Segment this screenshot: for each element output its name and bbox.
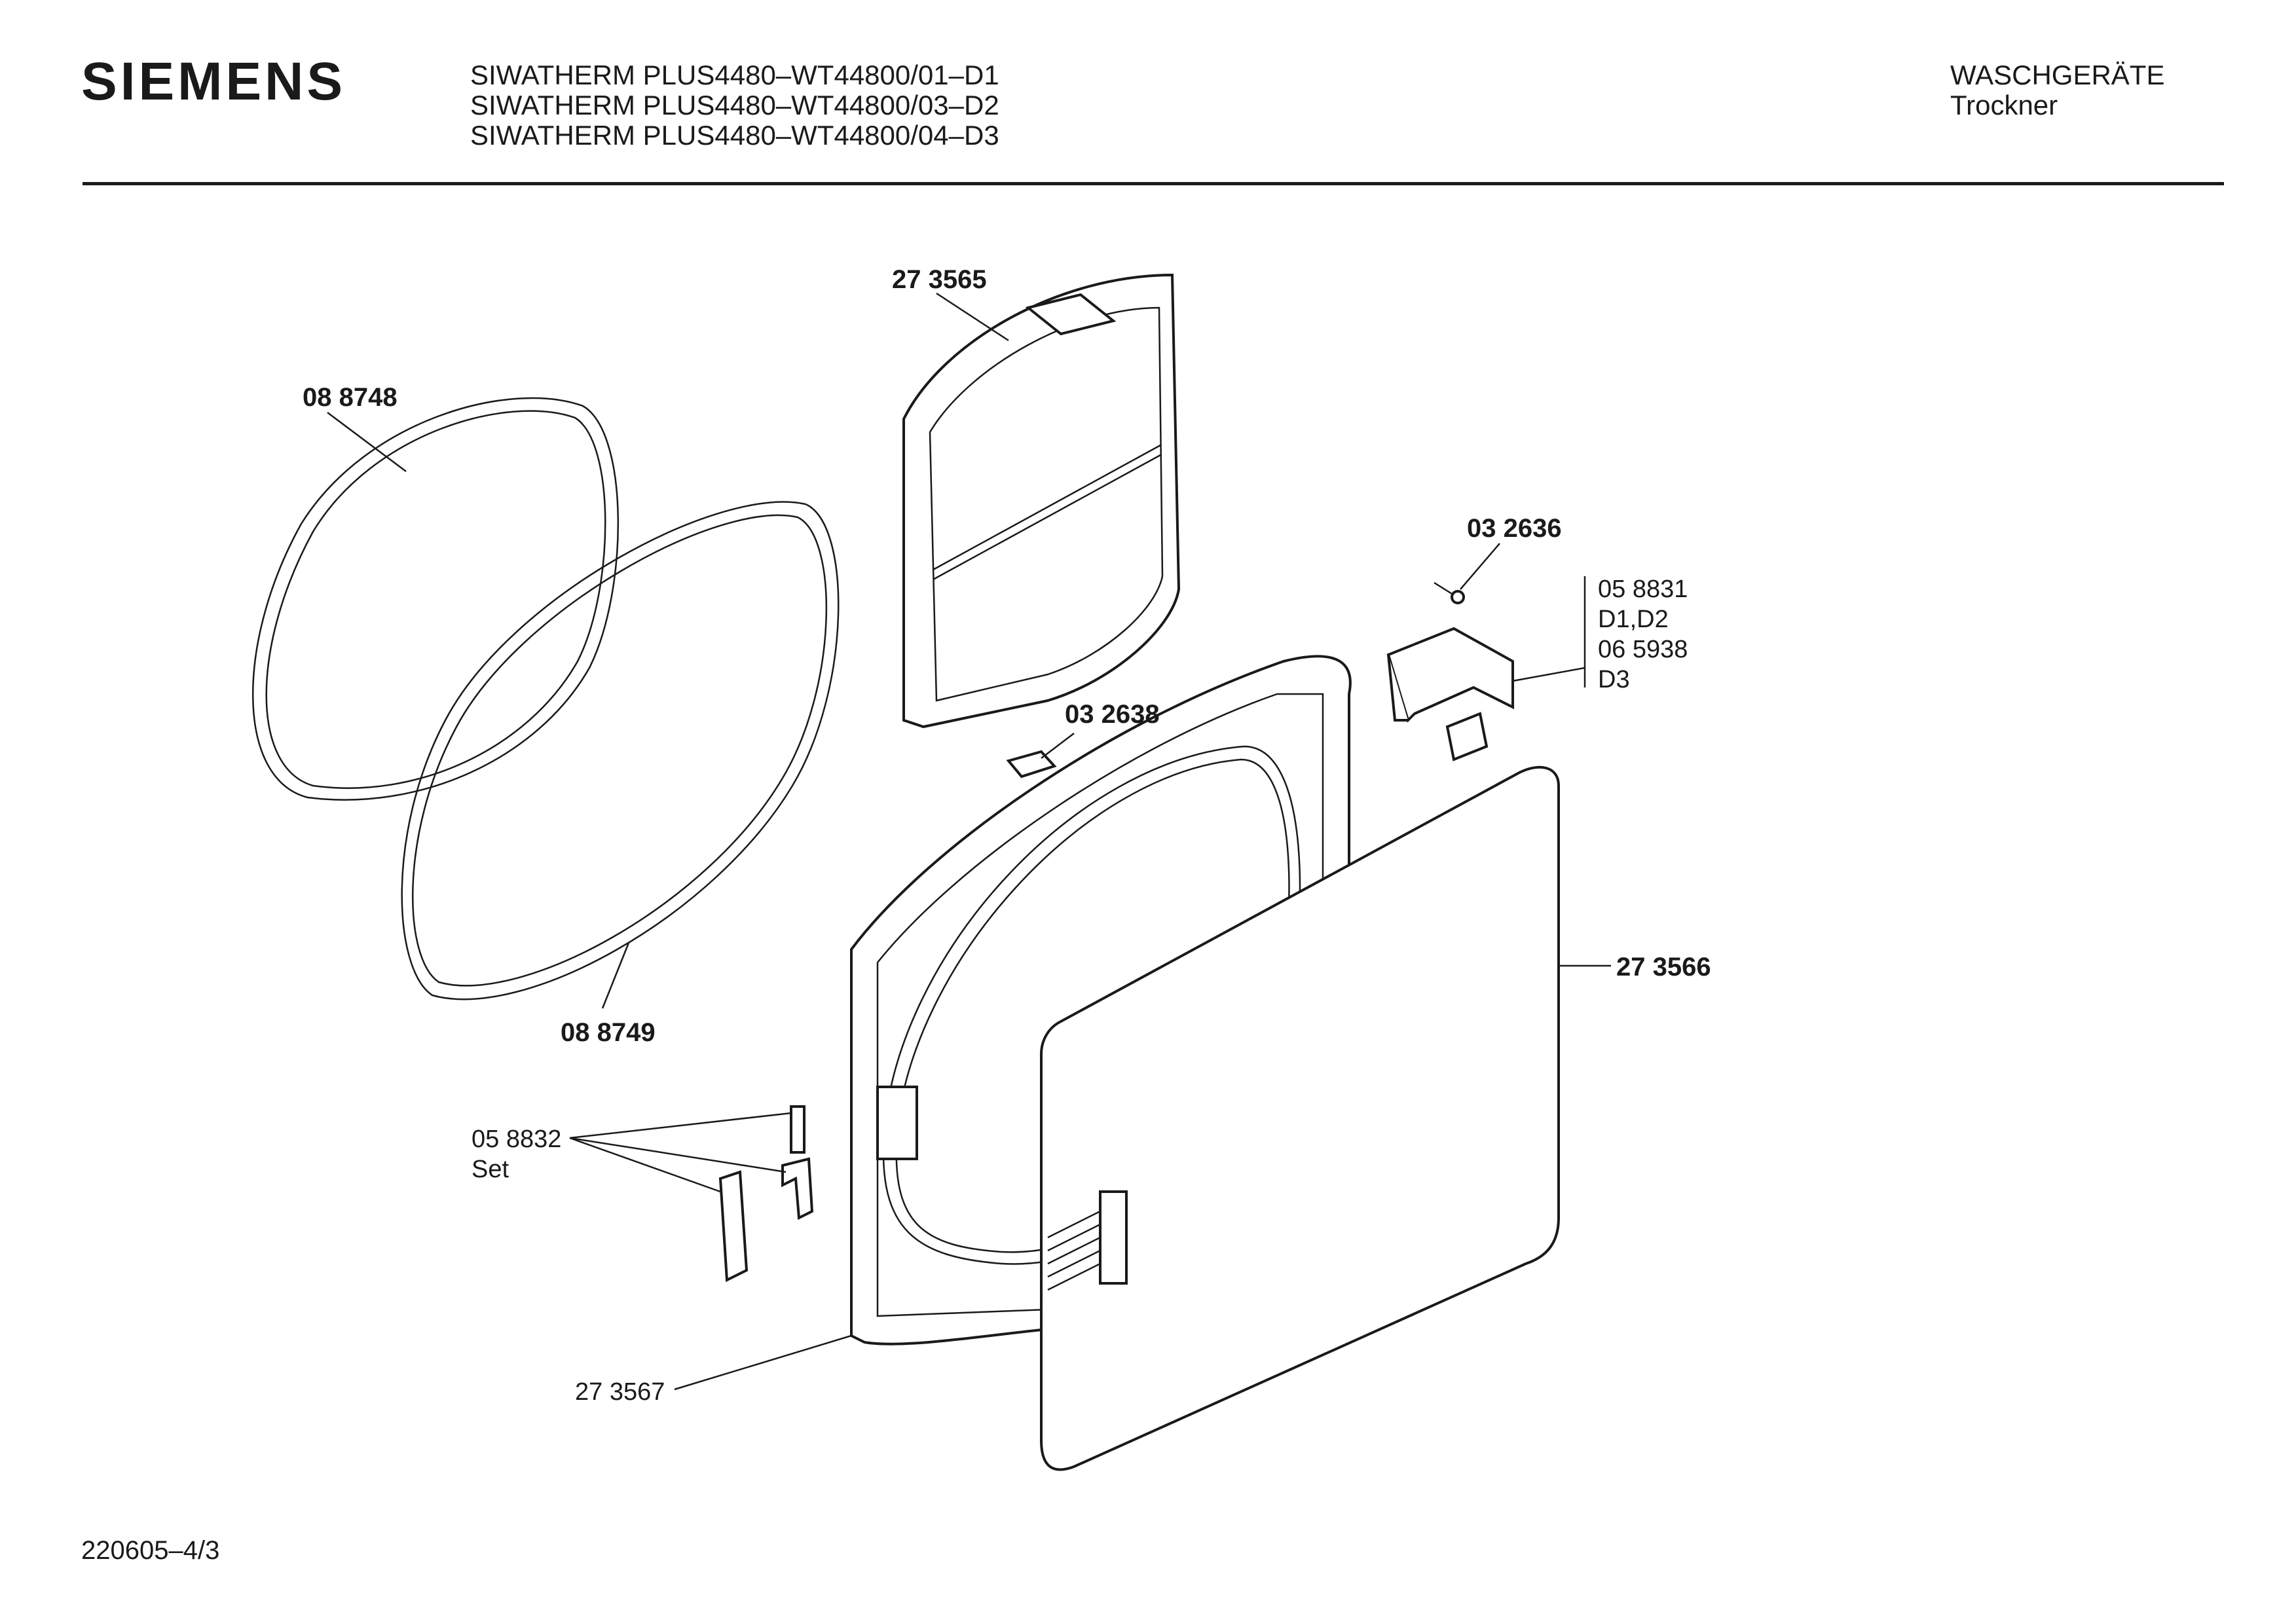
model-list: SIWATHERM PLUS4480–WT44800/01–D1 SIWATHE… — [470, 60, 999, 151]
model-line-1: SIWATHERM PLUS4480–WT44800/01–D1 — [470, 60, 999, 90]
leader-088749 — [601, 942, 630, 1009]
label-058831: 05 8831 — [1598, 576, 1688, 603]
label-273567: 27 3567 — [575, 1378, 665, 1406]
label-032638: 03 2638 — [1065, 700, 1160, 729]
latch-block — [1006, 750, 1057, 779]
label-065938: 06 5938 — [1598, 636, 1688, 663]
screw-part — [1434, 581, 1465, 604]
footer-code: 220605–4/3 — [81, 1536, 220, 1565]
label-058831-variant: D1,D2 — [1598, 606, 1669, 633]
leader-058832-c — [569, 1137, 721, 1193]
leader-273565 — [936, 292, 1009, 342]
gasket-ring-lower — [401, 501, 840, 1000]
label-065938-variant: D3 — [1598, 666, 1630, 693]
label-273566: 27 3566 — [1616, 953, 1711, 981]
model-line-2: SIWATHERM PLUS4480–WT44800/03–D2 — [470, 90, 999, 120]
brand-logo: SIEMENS — [81, 52, 346, 111]
label-058832-set: Set — [472, 1156, 509, 1183]
label-273565: 27 3565 — [892, 265, 987, 294]
label-088748: 08 8748 — [303, 383, 398, 412]
leader-032638 — [1041, 733, 1075, 759]
category-block: WASCHGERÄTE Trockner — [1950, 60, 2164, 120]
model-line-3: SIWATHERM PLUS4480–WT44800/04–D3 — [470, 120, 999, 151]
leader-058831 — [1512, 667, 1585, 682]
leader-273567 — [674, 1334, 852, 1391]
door-hinge — [1386, 627, 1514, 761]
category-subtitle: Trockner — [1950, 90, 2058, 120]
gasket-ring-upper — [252, 397, 619, 801]
header-rule — [83, 182, 2224, 185]
outer-door-panel — [1040, 765, 1560, 1471]
door-latch-set — [718, 1105, 814, 1283]
leader-088748 — [327, 412, 407, 472]
label-088749: 08 8749 — [561, 1018, 656, 1047]
lint-filter-frame — [902, 273, 1181, 729]
label-058832: 05 8832 — [472, 1126, 561, 1153]
leader-058832-a — [569, 1112, 792, 1139]
label-032636: 03 2636 — [1467, 514, 1562, 543]
category-title: WASCHGERÄTE — [1950, 60, 2165, 90]
leader-032636 — [1460, 543, 1500, 590]
leader-058832-b — [569, 1137, 787, 1173]
